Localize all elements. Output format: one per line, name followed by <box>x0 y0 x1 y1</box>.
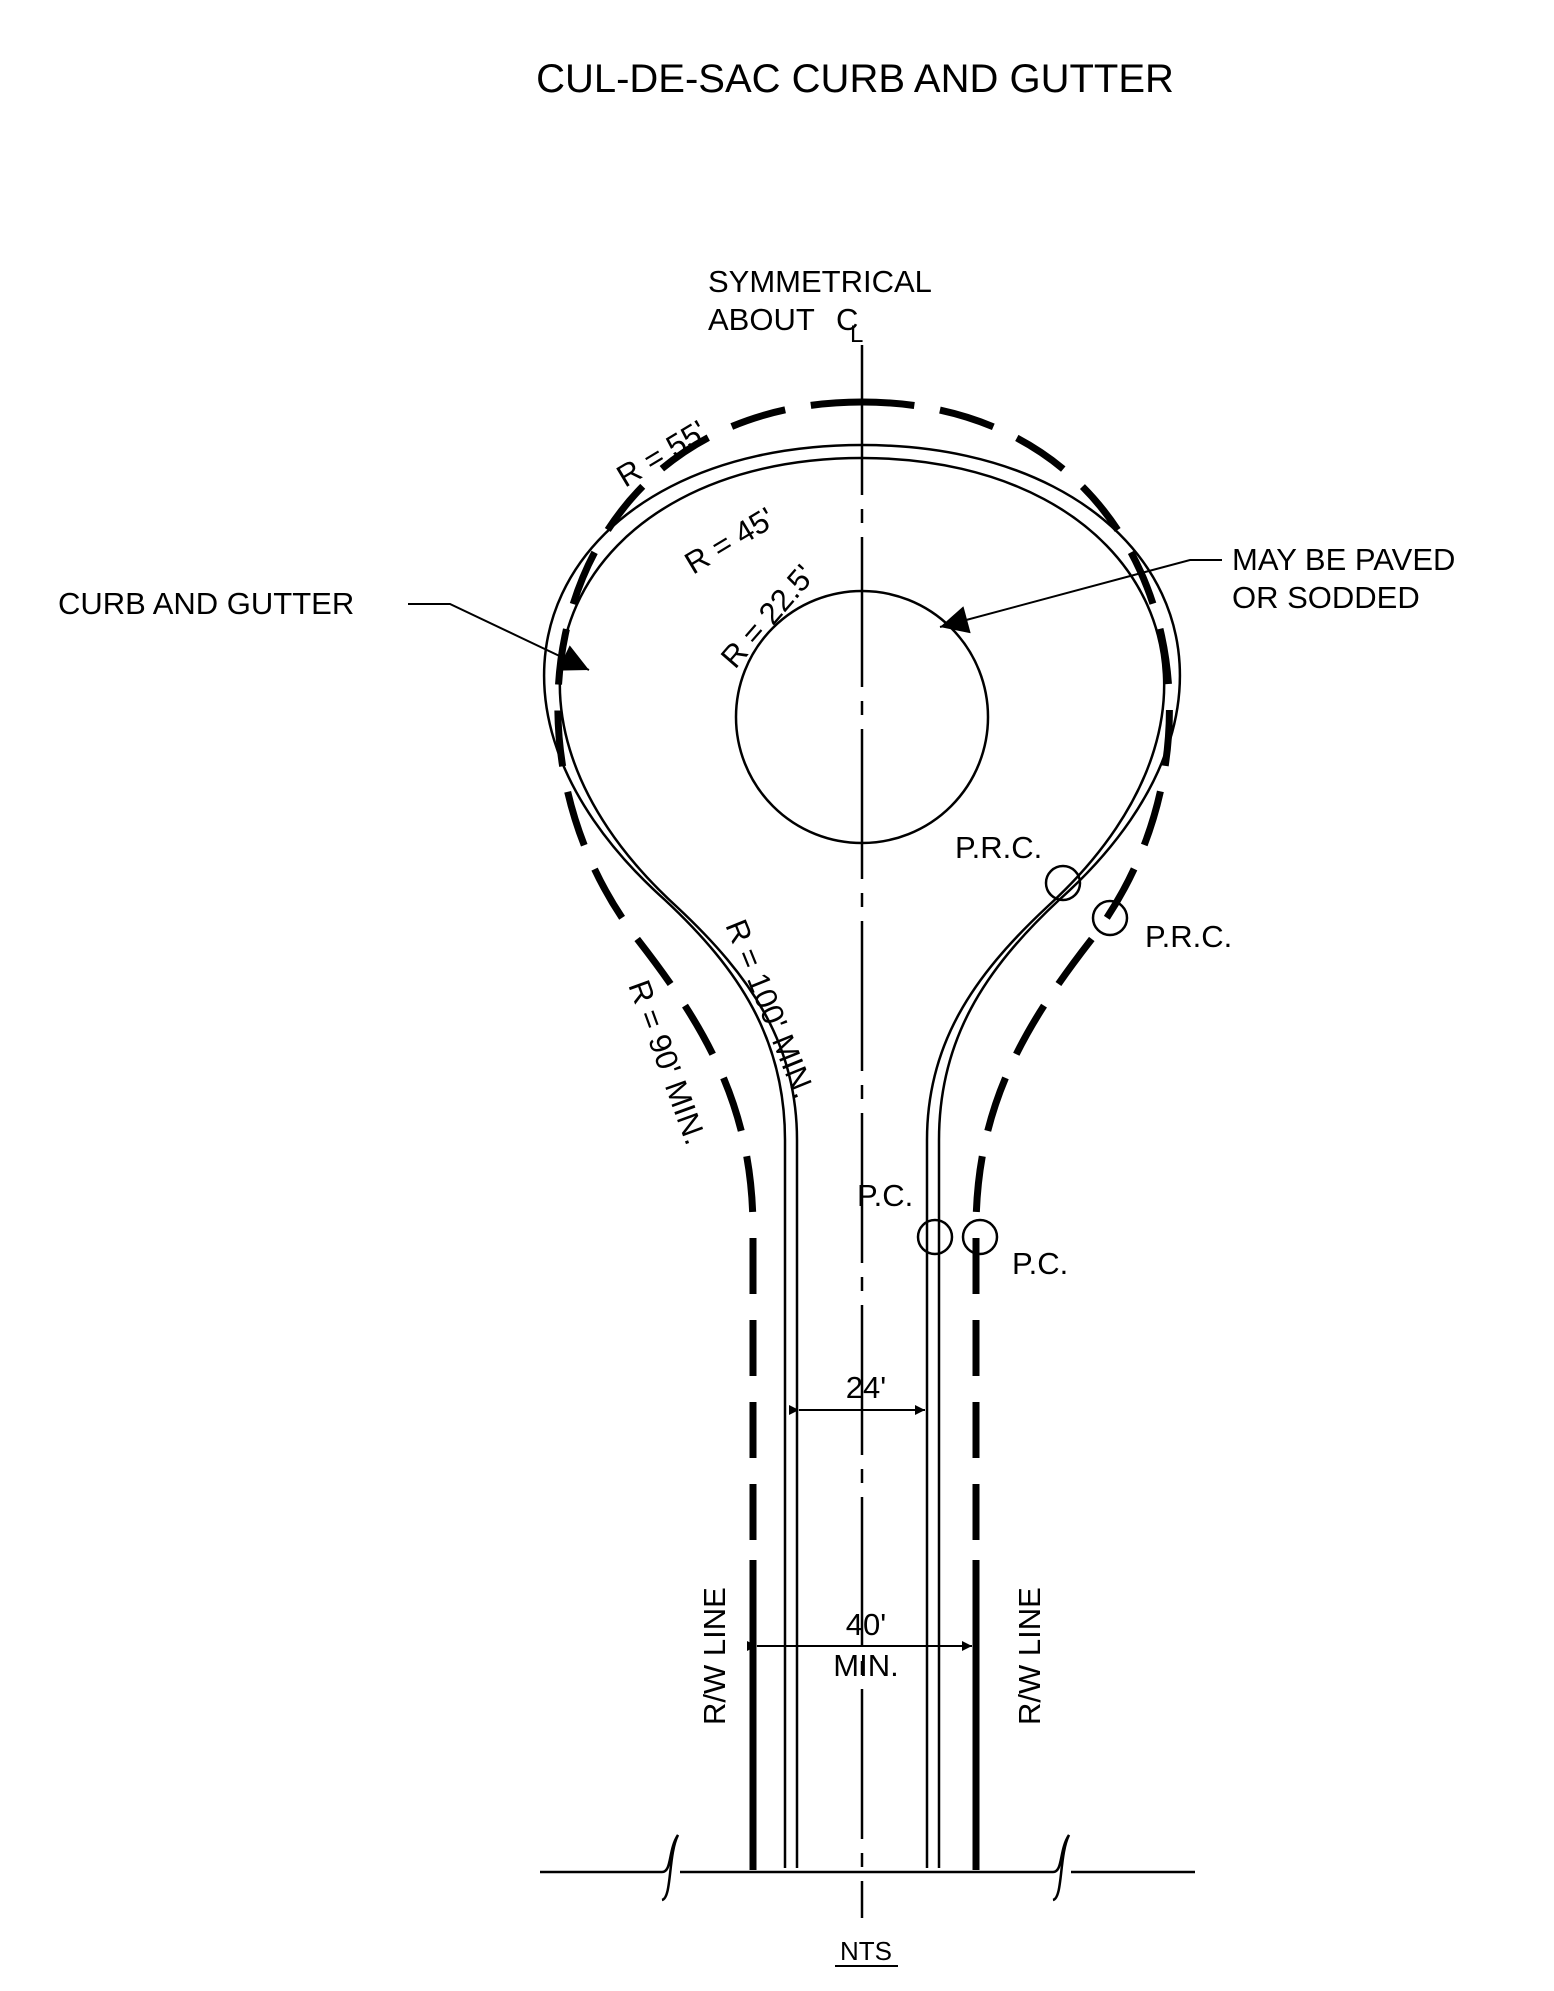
prc-rw-marker <box>1091 899 1129 937</box>
rw-radius-label: R = 55' <box>611 413 713 494</box>
curb-radius-label: R = 45' <box>679 500 781 581</box>
may-be-paved-leader <box>939 559 1222 634</box>
symmetrical-note: SYMMETRICAL <box>708 264 932 299</box>
centerline-symbol-sub: L <box>850 321 863 348</box>
rw-line-right <box>861 398 1173 1868</box>
rw-line-left-label: R/W LINE <box>697 1587 732 1725</box>
pc-rw-marker <box>961 1218 999 1256</box>
centerline-symbol: C <box>836 302 858 337</box>
pc-rw-label: P.C. <box>1012 1246 1068 1281</box>
rw-line-right-label: R/W LINE <box>1012 1587 1047 1725</box>
about-note: ABOUT <box>708 302 815 337</box>
drawing-title: CUL-DE-SAC CURB AND GUTTER <box>536 57 1174 101</box>
center-island <box>734 589 990 845</box>
prc-curb-label: P.R.C. <box>955 830 1042 865</box>
curb-gutter-inner-line <box>558 456 1166 1868</box>
scale-note: NTS <box>840 1936 892 1966</box>
or-sodded-label: OR SODDED <box>1232 580 1420 615</box>
curb-reverse-radius-label: R = 100' MIN. <box>719 915 822 1104</box>
rw-line-left <box>554 398 863 1868</box>
pc-curb-marker <box>916 1218 954 1256</box>
rw-width-label: 40' <box>846 1607 886 1642</box>
break-line <box>540 1834 1195 1902</box>
island-radius-label: R = 22.5' <box>714 558 822 675</box>
prc-curb-marker <box>1044 864 1082 902</box>
rw-reverse-radius-label: R = 90' MIN. <box>621 975 713 1149</box>
pc-curb-label: P.C. <box>857 1178 913 1213</box>
curb-and-gutter-leader <box>408 603 590 671</box>
may-be-paved-label: MAY BE PAVED <box>1232 542 1455 577</box>
curb-and-gutter-label: CURB AND GUTTER <box>58 586 354 621</box>
rw-width-min-label: MIN. <box>833 1648 898 1683</box>
curb-gutter-outer-line <box>542 443 1182 1868</box>
prc-rw-label: P.R.C. <box>1145 919 1232 954</box>
pavement-width-label: 24' <box>846 1370 886 1405</box>
